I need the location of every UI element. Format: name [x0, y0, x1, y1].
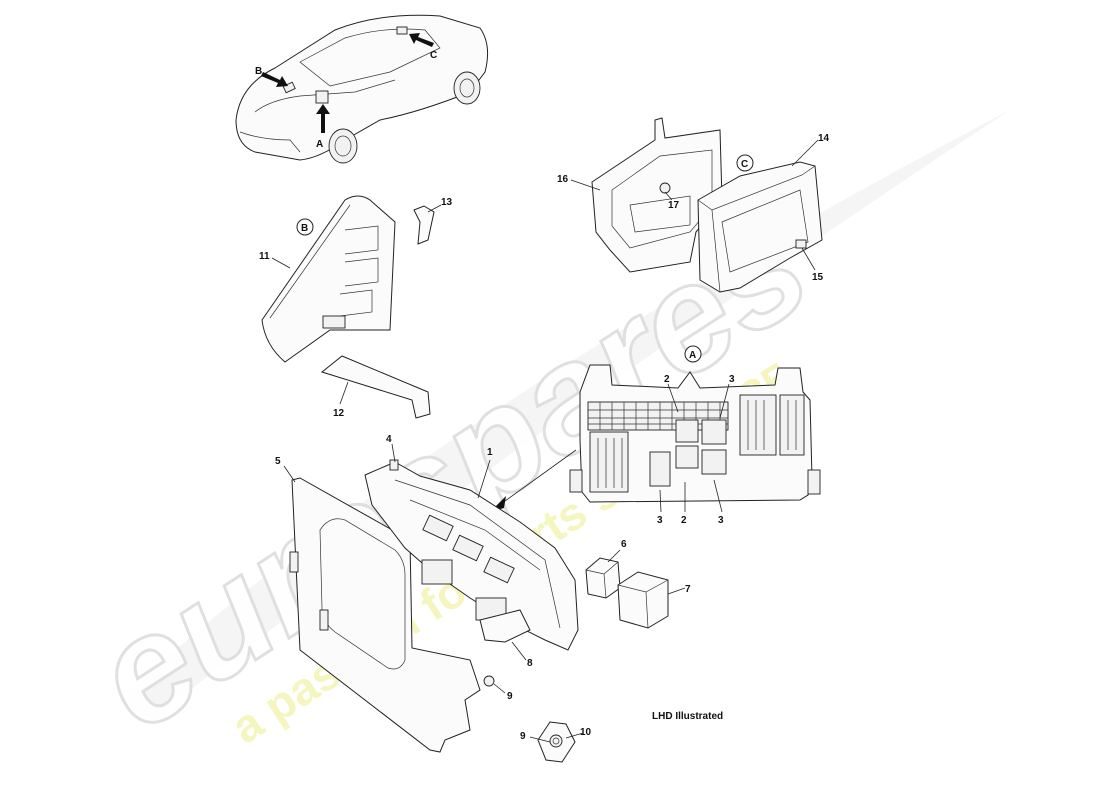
view-b-label: B [301, 223, 308, 234]
car-marker-b: B [255, 66, 262, 77]
lhd-note: LHD Illustrated [652, 711, 723, 722]
callout-13: 13 [441, 197, 453, 208]
relays [585, 557, 669, 629]
leader-lines [271, 139, 819, 743]
callout-9-bottom: 9 [520, 731, 526, 742]
module-11 [261, 195, 396, 363]
callout-15: 15 [812, 272, 824, 283]
relay-7 [617, 571, 669, 629]
main-assembly [289, 459, 579, 753]
bracket-12 [320, 355, 431, 419]
callout-2-bottom: 2 [681, 515, 687, 526]
callout-4: 4 [386, 434, 392, 445]
callout-2-top: 2 [664, 374, 670, 385]
callouts: 1 2 3 3 2 3 4 5 6 7 8 9 9 10 11 12 13 14… [259, 133, 830, 742]
callout-5: 5 [275, 456, 281, 467]
callout-8: 8 [527, 658, 533, 669]
callout-11: 11 [259, 251, 270, 262]
callout-3-top: 3 [729, 374, 735, 385]
view-c-label: C [741, 159, 748, 170]
bracket-10-group [537, 721, 576, 763]
nut-9a [483, 675, 495, 687]
callout-16: 16 [557, 174, 569, 185]
car-marker-a: A [316, 139, 323, 150]
callout-9-top: 9 [507, 691, 513, 702]
callout-10: 10 [580, 727, 592, 738]
view-b-circle [296, 218, 314, 236]
view-b-group: B [261, 195, 435, 419]
callout-6: 6 [621, 539, 627, 550]
relay-6 [585, 557, 621, 599]
callout-14: 14 [818, 133, 830, 144]
callout-3-right: 3 [718, 515, 724, 526]
bracket-8 [479, 609, 531, 643]
view-c-circle [736, 154, 754, 172]
callout-12: 12 [333, 408, 345, 419]
car-overview: A B C [235, 14, 489, 164]
clip-4 [389, 459, 399, 471]
view-c-group: C [591, 117, 823, 293]
view-a-group: A [490, 345, 821, 512]
car-marker-c: C [430, 50, 437, 61]
ecu-14 [697, 161, 823, 293]
callout-1: 1 [487, 447, 493, 458]
bracket-13 [413, 205, 435, 245]
view-a-circle [684, 345, 702, 363]
callout-3-left: 3 [657, 515, 663, 526]
view-a-label: A [689, 350, 696, 361]
watermark: eurospares a passion for parts since 198… [64, 110, 1010, 763]
callout-17: 17 [668, 200, 680, 211]
callout-7: 7 [685, 584, 691, 595]
